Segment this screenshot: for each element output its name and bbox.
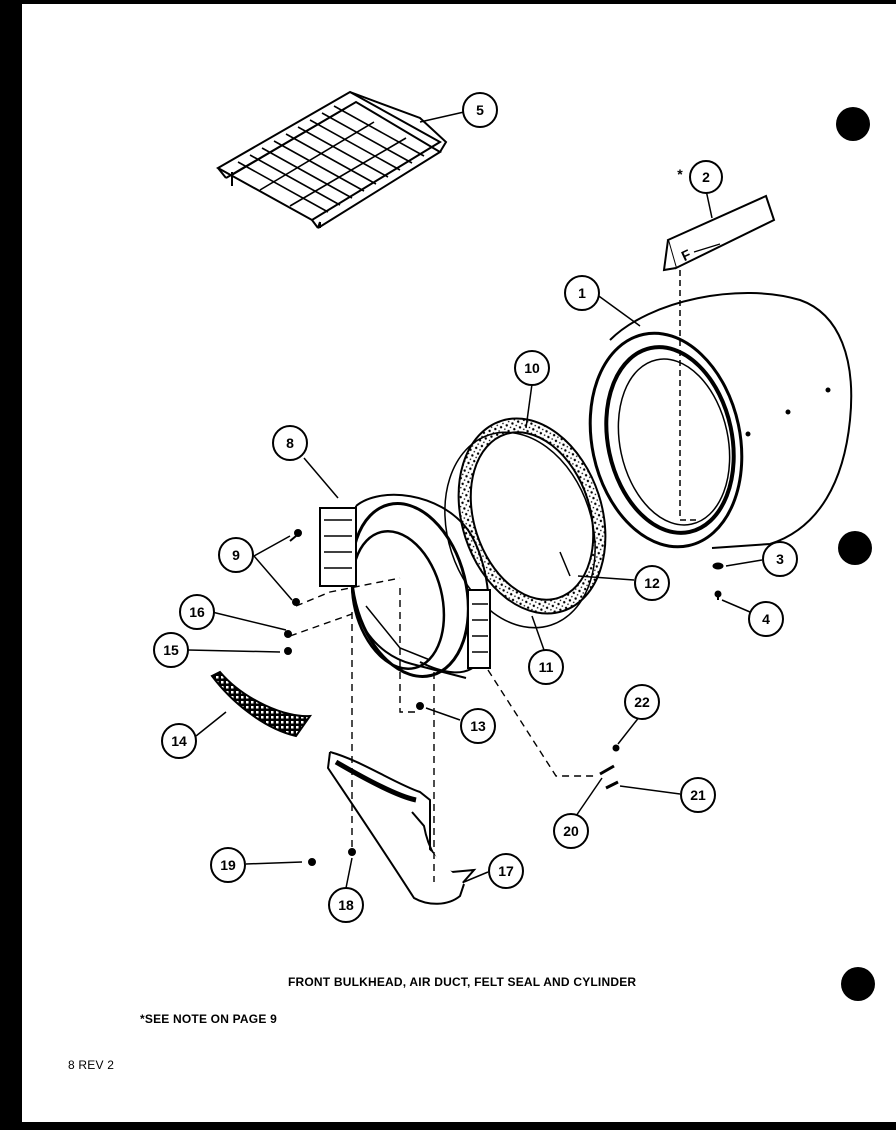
callout-2-asterisk: * xyxy=(677,166,683,182)
callout-14-circle xyxy=(161,723,197,759)
callout-11-circle xyxy=(528,649,564,685)
bracket-part xyxy=(662,194,776,272)
callout-11-label: 11 xyxy=(539,659,554,675)
callout-9-circle xyxy=(218,537,254,573)
callout-17-circle xyxy=(488,853,524,889)
front-bulkhead-part xyxy=(319,493,491,679)
callout-18-label: 18 xyxy=(338,897,354,913)
callout-21-circle xyxy=(680,777,716,813)
callout-10-label: 10 xyxy=(524,360,540,376)
callout-4-label: 4 xyxy=(762,611,770,627)
callout-20-circle xyxy=(553,813,589,849)
air-duct-part xyxy=(326,751,477,905)
callout-9-label: 9 xyxy=(232,547,240,563)
callout-16-circle xyxy=(179,594,215,630)
callout-13-label: 13 xyxy=(470,718,486,734)
callout-15-label: 15 xyxy=(163,642,179,658)
callout-13-circle xyxy=(460,708,496,744)
callout-1-circle xyxy=(564,275,600,311)
callout-8-label: 8 xyxy=(286,435,294,451)
callout-14-label: 14 xyxy=(171,733,187,749)
callout-19-circle xyxy=(210,847,246,883)
callout-12-label: 12 xyxy=(644,575,660,591)
lint-screen-part xyxy=(210,670,313,738)
callout-4-circle xyxy=(748,601,784,637)
binder-holes xyxy=(836,107,875,1001)
callout-21-label: 21 xyxy=(690,787,706,803)
callout-labels: 5 2 1 10 8 9 16 15 14 13 12 11 3 4 22 21… xyxy=(163,102,784,913)
callout-19-label: 19 xyxy=(220,857,236,873)
diagram-note: *SEE NOTE ON PAGE 9 xyxy=(140,1012,277,1026)
drum-cylinder-part xyxy=(588,270,853,549)
callout-8-circle xyxy=(272,425,308,461)
callout-2-label: 2 xyxy=(702,169,710,185)
fastener-hardware xyxy=(284,529,724,866)
callout-12-circle xyxy=(634,565,670,601)
callout-2-circle xyxy=(689,160,723,194)
assembly-dashed-lines xyxy=(289,577,598,882)
callout-22-circle xyxy=(624,684,660,720)
callout-20-label: 20 xyxy=(563,823,579,839)
callout-5-label: 5 xyxy=(476,102,484,118)
callout-3-circle xyxy=(762,541,798,577)
callout-5-circle xyxy=(462,92,498,128)
callout-17-label: 17 xyxy=(498,863,514,879)
callout-bubbles xyxy=(153,92,798,923)
diagram-title: FRONT BULKHEAD, AIR DUCT, FELT SEAL AND … xyxy=(288,975,637,989)
callout-3-label: 3 xyxy=(776,551,784,567)
page-reference: 8 REV 2 xyxy=(68,1058,115,1072)
callout-18-circle xyxy=(328,887,364,923)
wire-rack-part xyxy=(215,90,448,229)
callout-1-label: 1 xyxy=(578,285,586,301)
callout-10-circle xyxy=(514,350,550,386)
leader-lines xyxy=(187,111,763,889)
callout-22-label: 22 xyxy=(634,694,650,710)
callout-16-label: 16 xyxy=(189,604,205,620)
callout-15-circle xyxy=(153,632,189,668)
felt-seal-part xyxy=(444,417,607,629)
